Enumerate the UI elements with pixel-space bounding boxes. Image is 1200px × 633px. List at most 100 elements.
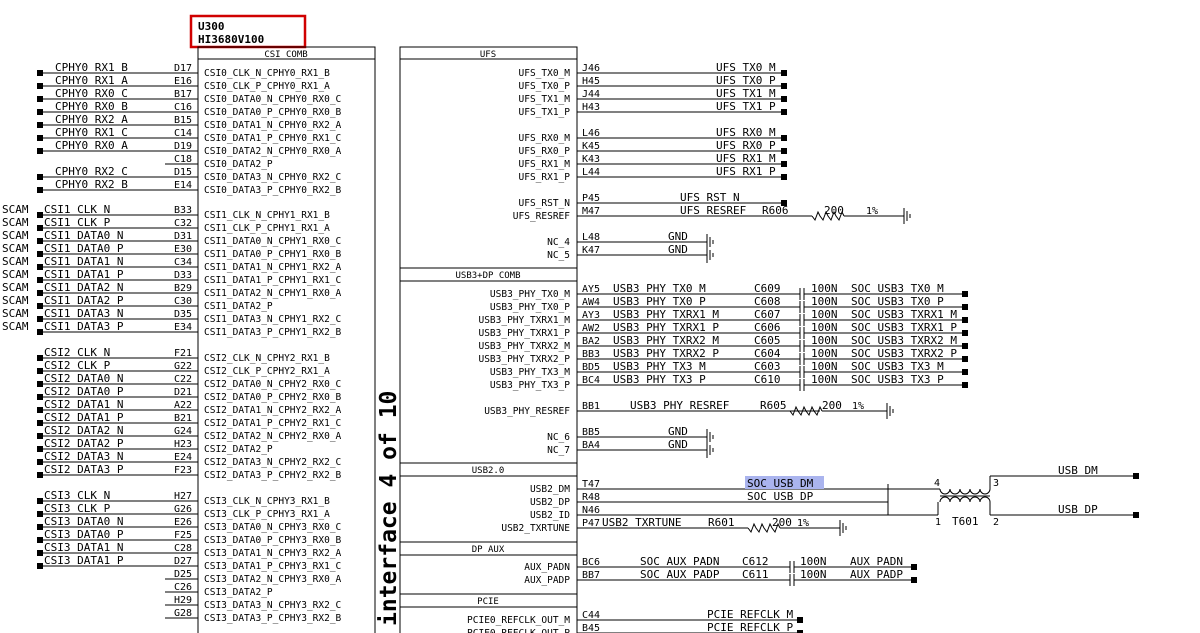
pin-number: D17 [174, 63, 192, 74]
pin-number: C28 [174, 543, 192, 554]
net-terminal [37, 524, 43, 530]
net-label: AUX_PADP [850, 568, 903, 581]
pin-signal-name: AUX_PADN [524, 562, 570, 573]
net-label: CSI3_DATA0_P [44, 528, 124, 541]
pin-number: BB7 [582, 570, 600, 581]
right-bank-outline [399, 46, 578, 633]
net-label: UFS_RX1_P [716, 165, 776, 178]
capacitor-ref: C604 [754, 347, 781, 360]
pin-signal-name: CSI2_DATA2_P [204, 444, 273, 455]
net-terminal [37, 446, 43, 452]
capacitor-value: 100N [800, 555, 827, 568]
net-terminal [781, 161, 787, 167]
net-terminal [37, 303, 43, 309]
net-label: SOC_USB_DM [747, 477, 814, 490]
net-terminal [37, 316, 43, 322]
net-terminal [37, 96, 43, 102]
net-label: USB3_PHY_TX0_P [613, 295, 706, 308]
capacitor-ref: C605 [754, 334, 781, 347]
net-label: SOC_USB3_TX3_P [851, 373, 944, 386]
net-terminal [37, 420, 43, 426]
net-terminal [37, 135, 43, 141]
pin-number: H45 [582, 76, 600, 87]
pin-signal-name: UFS_RX0_M [519, 133, 571, 144]
pin-signal-name: UFS_TX0_P [519, 81, 571, 92]
pin-number: BA2 [582, 336, 600, 347]
pin-signal-name: CSI2_CLK_N_CPHY2_RX1_B [204, 353, 330, 364]
net-label: USB3_PHY_TXRX2_M [613, 334, 719, 347]
ufs-bank-title: UFS [480, 50, 496, 60]
pin-signal-name: USB2_DP [530, 497, 570, 508]
net-label: USB3_PHY_TX3_M [613, 360, 706, 373]
pin-number: F25 [174, 530, 192, 541]
capacitor-value: 100N [811, 334, 838, 347]
net-label: CSI1_DATA3_N [44, 307, 123, 320]
net-label: SOC_USB3_TXRX2_M [851, 334, 957, 347]
net-label: CSI2_DATA0_P [44, 385, 124, 398]
resistor-ref: R606 [762, 204, 789, 217]
pin-number: E34 [174, 322, 192, 333]
pin-signal-name: UFS_RX1_M [519, 159, 571, 170]
pin-signal-name: USB3_PHY_TX3_M [490, 367, 570, 378]
pin-signal-name: USB2_DM [530, 484, 570, 495]
net-terminal [37, 498, 43, 504]
net-label: CSI1_DATA3_P [44, 320, 124, 333]
net-label: USB3_PHY_TXRX1_M [613, 308, 719, 321]
resistor-tolerance: 1% [797, 518, 809, 529]
net-terminal [962, 317, 968, 323]
net-label: CSI2_DATA3_P [44, 463, 124, 476]
csi-bank-header [197, 46, 376, 60]
pin-number: C34 [174, 257, 192, 268]
net-prefix: SCAM [2, 203, 29, 216]
net-prefix: SCAM [2, 268, 29, 281]
pin-signal-name: CSI0_DATA3_P_CPHY0_RX2_B [204, 185, 342, 196]
net-label: USB2_TXRTUNE [602, 516, 681, 529]
right-pin-row: PCIE0_REFCLK_OUT_PB45PCIE_REFCLK_P [467, 621, 803, 633]
pin-number: K45 [582, 141, 600, 152]
net-label: CSI3_CLK_N [44, 489, 110, 502]
pin-number: R48 [582, 492, 600, 503]
pin-signal-name: CSI2_CLK_P_CPHY2_RX1_A [204, 366, 330, 377]
net-label: PCIE_REFCLK_M [707, 608, 793, 621]
pin-number: C44 [582, 610, 600, 621]
pin-number: C18 [174, 154, 192, 165]
pin-number: D25 [174, 569, 192, 580]
pin-signal-name: CSI3_DATA1_P_CPHY3_RX1_C [204, 561, 341, 572]
pin-signal-name: CSI2_DATA0_N_CPHY2_RX0_C [204, 379, 341, 390]
pin-number: BC4 [582, 375, 600, 386]
net-prefix: SCAM [2, 307, 29, 320]
net-label: CSI3_DATA1_N [44, 541, 123, 554]
pin-number: D21 [174, 387, 192, 398]
net-terminal [37, 368, 43, 374]
net-terminal [37, 394, 43, 400]
net-terminal [781, 135, 787, 141]
pin-signal-name: USB3_PHY_TX0_M [490, 289, 570, 300]
net-terminal [797, 630, 803, 633]
net-label: CPHY0_RX0_B [55, 100, 128, 113]
pin-signal-name: UFS_RST_N [519, 198, 571, 209]
